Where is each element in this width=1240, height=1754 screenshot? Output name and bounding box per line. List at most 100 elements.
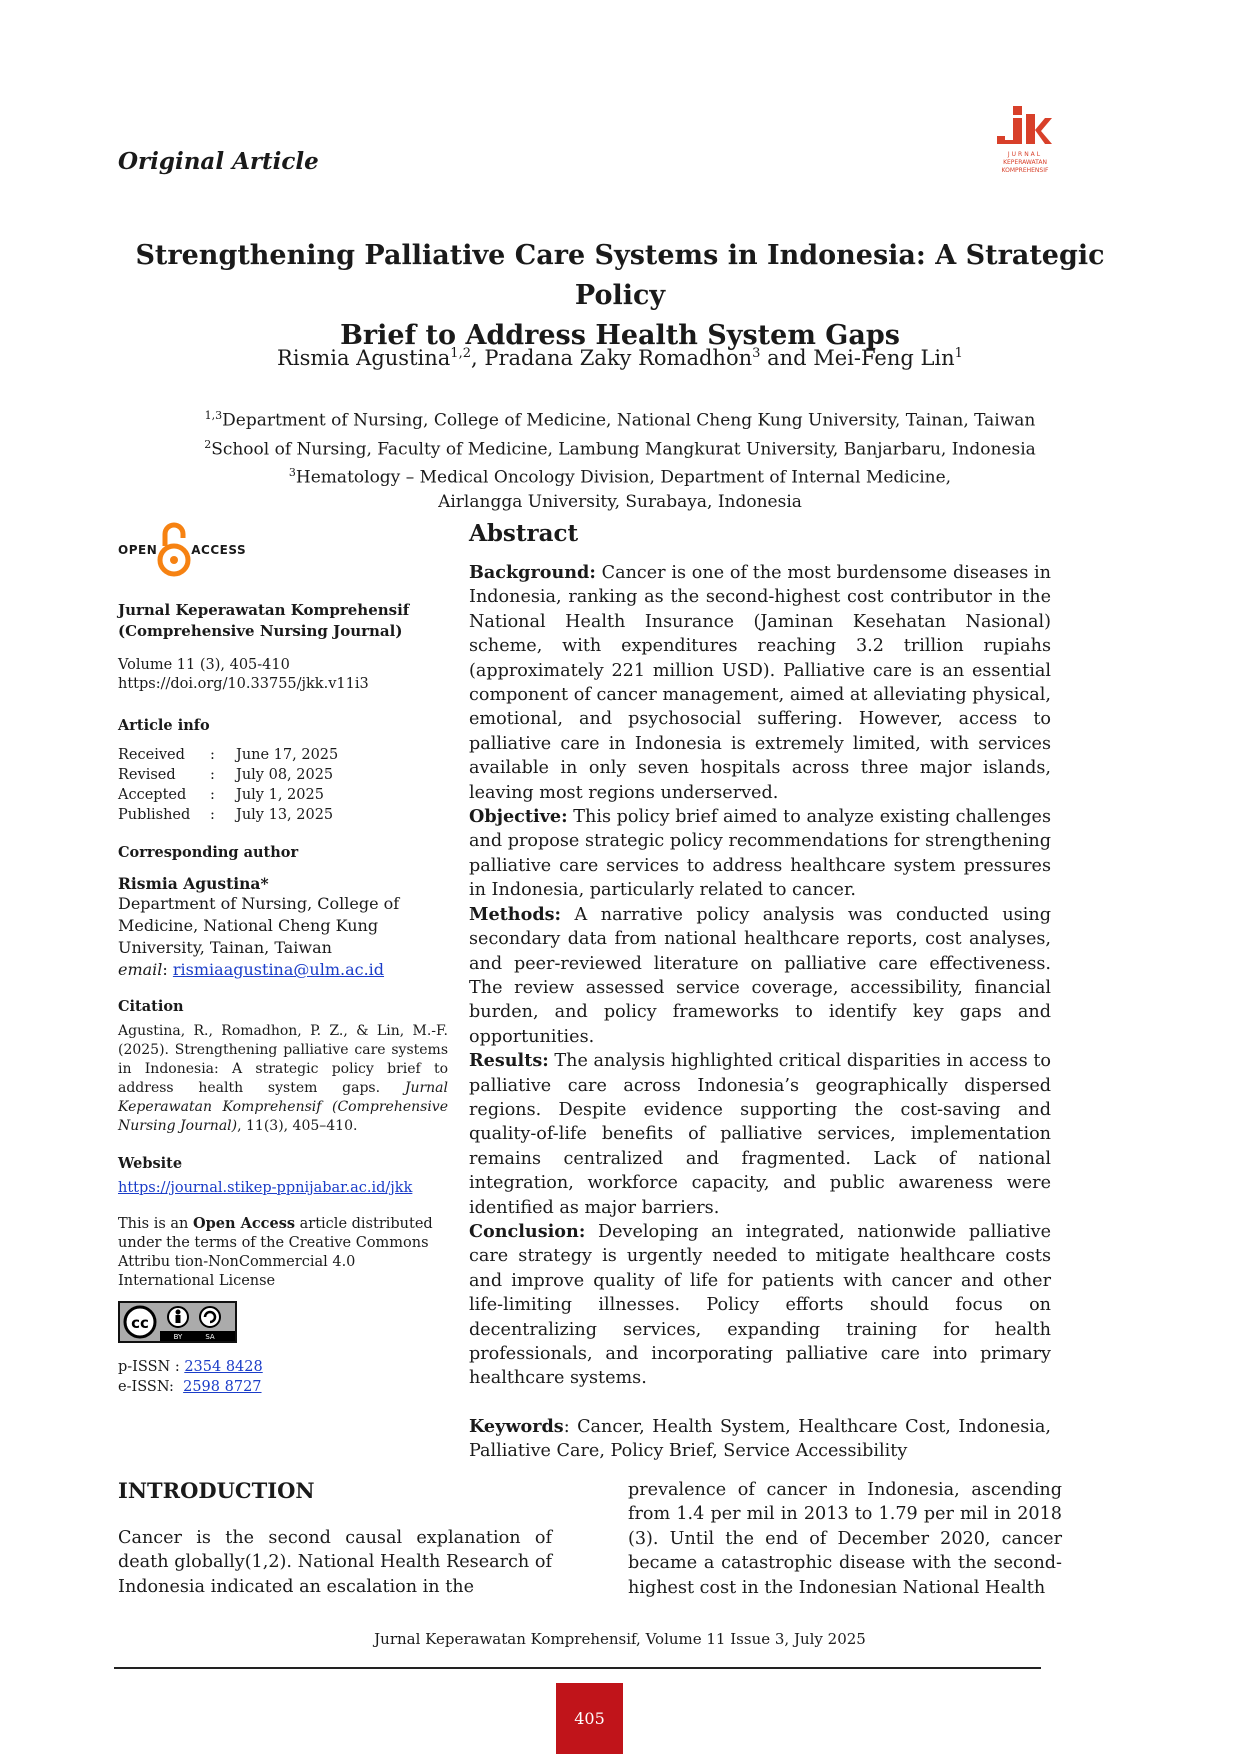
date-label: Revised [118, 767, 176, 783]
date-colon: : [210, 787, 215, 803]
citation-text: Agustina, R., Romadhon, P. Z., & Lin, M.… [118, 1022, 448, 1136]
article-dates: Received: June 17, 2025 Revised: July 08, … [118, 745, 448, 825]
results-label: Results: [469, 1050, 549, 1072]
date-value: July 1, 2025 [236, 787, 324, 803]
date-colon: : [210, 747, 215, 763]
affiliation-line: 2School of Nursing, Faculty of Medicine,… [100, 433, 1140, 462]
title-line-2: Brief to Address Health System Gaps [340, 320, 900, 351]
cc-by-text: BY [174, 1333, 183, 1341]
cc-by-sa-icon: cc BY SA [120, 1303, 235, 1341]
license-bold: Open Access [192, 1215, 296, 1232]
pissn-link[interactable]: 2354 8428 [184, 1359, 263, 1375]
cc-sa-text: SA [205, 1333, 215, 1341]
article-title: Strengthening Palliative Care Systems in… [100, 236, 1140, 356]
citation-heading: Citation [118, 998, 184, 1015]
date-colon: : [210, 767, 215, 783]
author-list: Rismia Agustina1,2, Pradana Zaky Romadho… [100, 346, 1140, 370]
eissn-link[interactable]: 2598 8727 [183, 1379, 262, 1395]
corresponding-heading: Corresponding author [118, 844, 299, 861]
conclusion-label: Conclusion: [469, 1220, 586, 1242]
date-label: Received [118, 747, 185, 763]
date-value: July 13, 2025 [236, 807, 334, 823]
article-sidebar: OPEN ACCESS Jurnal Keperawatan Komprehen… [118, 520, 448, 1397]
author-affil-sup: 3 [752, 346, 761, 361]
affiliation-text: Department of Nursing, College of Medici… [222, 410, 1036, 431]
objective-text: This policy brief aimed to analyze exist… [469, 807, 1051, 901]
affiliation-sup: 2 [204, 437, 212, 451]
date-value: July 08, 2025 [236, 767, 334, 783]
license-text: This is an Open Access article distribut… [118, 1214, 448, 1291]
svg-text:KOMPREHENSIF: KOMPREHENSIF [1002, 167, 1049, 174]
pissn-line: p-ISSN : 2354 8428 [118, 1357, 448, 1377]
author-name: Pradana Zaky Romadhon [484, 346, 753, 370]
background-text: Cancer is one of the most burdensome dis… [469, 563, 1051, 803]
abstract-section: Abstract Background: Cancer is one of th… [469, 520, 1051, 1464]
abstract-conclusion: Conclusion: Developing an integrated, na… [469, 1220, 1051, 1391]
author-affil-sup: 1,2 [450, 346, 471, 361]
date-row: Published: July 13, 2025 [118, 805, 448, 825]
footer-journal-line: Jurnal Keperawatan Komprehensif, Volume … [374, 1630, 866, 1648]
svg-text:JURNAL: JURNAL [1007, 151, 1042, 158]
doi-text: https://doi.org/10.33755/jkk.v11i3 [118, 676, 369, 692]
open-access-left: OPEN [118, 542, 158, 557]
abstract-methods: Methods: A narrative policy analysis was… [469, 903, 1051, 1049]
author-affil-sup: 1 [954, 346, 963, 361]
cc-license-badge: cc BY SA [118, 1301, 237, 1343]
eissn-line: e-ISSN: 2598 8727 [118, 1377, 448, 1397]
article-info-heading: Article info [118, 717, 210, 734]
license-post: article distributed under the terms of t… [118, 1216, 433, 1289]
abstract-objective: Objective: This policy brief aimed to an… [469, 805, 1051, 903]
open-lock-icon [157, 522, 191, 577]
affiliation-text: Hematology – Medical Oncology Division, … [295, 467, 952, 488]
open-access-badge: OPEN ACCESS [118, 520, 448, 580]
introduction-column-1: Cancer is the second causal explanation … [118, 1528, 552, 1597]
journal-name: Jurnal Keperawatan Komprehensif (Compreh… [118, 600, 448, 642]
author-separator: , [470, 346, 485, 370]
abstract-results: Results: The analysis highlighted critic… [469, 1049, 1051, 1220]
affiliation-line: Airlangga University, Surabaya, Indonesi… [100, 490, 1140, 514]
conclusion-text: Developing an integrated, nationwide pal… [469, 1221, 1051, 1389]
keywords-label: Keywords [469, 1415, 564, 1437]
corresponding-email-line: email: rismiaagustina@ulm.ac.id [118, 960, 385, 979]
date-row: Accepted: July 1, 2025 [118, 785, 448, 805]
date-colon: : [210, 807, 215, 823]
affiliation-sup: 1,3 [204, 409, 223, 422]
date-row: Received: June 17, 2025 [118, 745, 448, 765]
svg-text:KEPERAWATAN: KEPERAWATAN [1003, 159, 1047, 166]
keywords: Keywords: Cancer, Health System, Healthc… [469, 1415, 1051, 1464]
citation-plain: Agustina, R., Romadhon, P. Z., & Lin, M.… [118, 1023, 448, 1096]
abstract-background: Background: Cancer is one of the most bu… [469, 561, 1051, 805]
introduction-heading: INTRODUCTION [118, 1478, 315, 1503]
date-label: Published [118, 807, 191, 823]
journal-name-line: (Comprehensive Nursing Journal) [118, 622, 403, 640]
background-label: Background: [469, 562, 596, 583]
date-value: June 17, 2025 [236, 747, 339, 763]
objective-label: Objective: [469, 806, 568, 828]
date-label: Accepted [118, 787, 187, 803]
affiliation-line: 3Hematology – Medical Oncology Division,… [100, 461, 1140, 490]
keywords-text: : Cancer, Health System, Healthcare Cost… [469, 1416, 1051, 1462]
journal-name-line: Jurnal Keperawatan Komprehensif [118, 601, 410, 619]
affiliation-line: 1,3Department of Nursing, College of Med… [100, 404, 1140, 433]
affiliation-sup: 3 [288, 466, 296, 480]
open-access-right: ACCESS [191, 542, 247, 557]
affiliation-text: Airlangga University, Surabaya, Indonesi… [438, 491, 802, 512]
footer-divider [114, 1667, 1041, 1669]
abstract-body: Background: Cancer is one of the most bu… [469, 561, 1051, 1391]
citation-journal: Jurnal Keperawatan Komprehensif (Compreh… [118, 1080, 448, 1134]
corresponding-affiliation: Department of Nursing, College of Medici… [118, 894, 400, 957]
article-type-label: Original Article [118, 148, 319, 175]
journal-logo: JURNAL KEPERAWATAN KOMPREHENSIF [985, 104, 1065, 179]
affiliation-text: School of Nursing, Faculty of Medicine, … [211, 439, 1036, 460]
corresponding-name: Rismia Agustina* [118, 874, 269, 893]
methods-label: Methods: [469, 903, 562, 925]
website-heading: Website [118, 1155, 183, 1172]
email-label: email [118, 960, 163, 979]
eissn-label: e-ISSN: [118, 1379, 184, 1395]
abstract-heading: Abstract [469, 520, 579, 547]
email-link[interactable]: rismiaagustina@ulm.ac.id [172, 960, 385, 979]
results-text: The analysis highlighted critical dispar… [469, 1051, 1051, 1218]
author-name: Mei-Feng Lin [813, 346, 955, 370]
title-line-1: Strengthening Palliative Care Systems in… [135, 240, 1105, 311]
website-link[interactable]: https://journal.stikep-ppnijabar.ac.id/j… [118, 1180, 413, 1196]
